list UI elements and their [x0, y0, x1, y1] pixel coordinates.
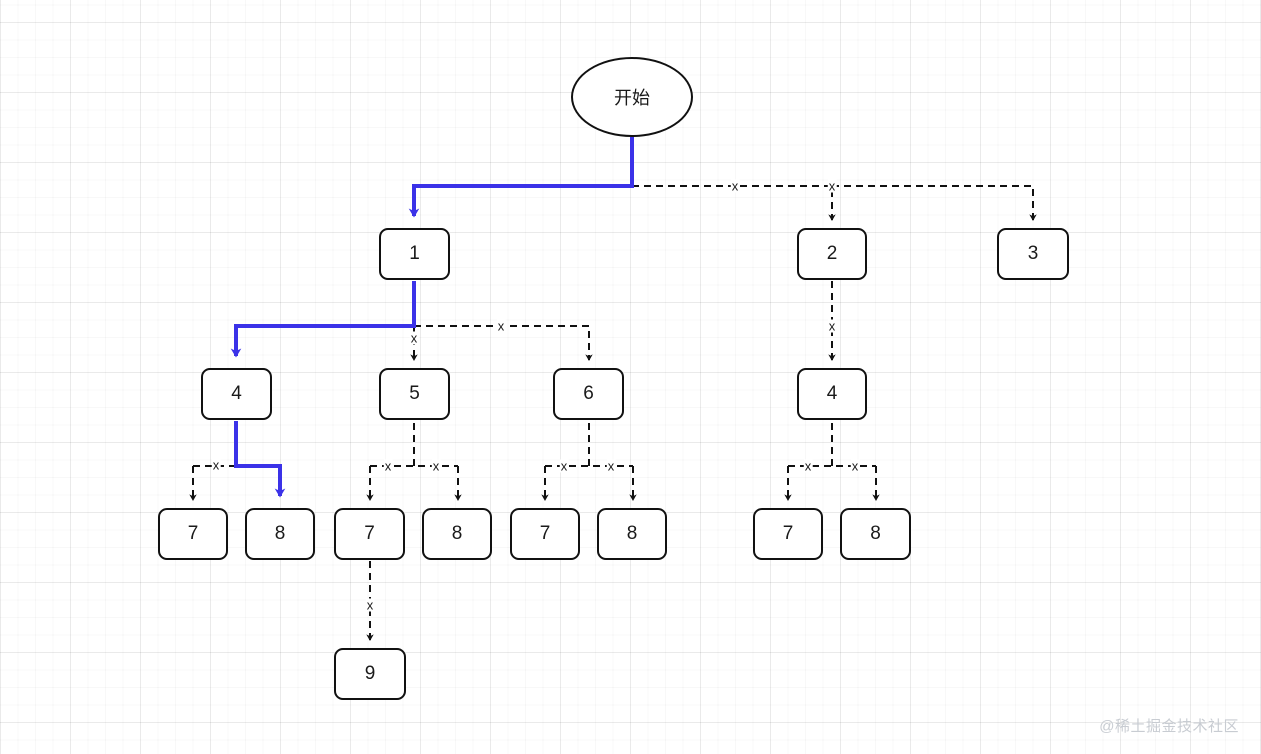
- edge-label-5-7: x: [383, 458, 393, 474]
- node-7-d[interactable]: 7: [753, 508, 823, 560]
- node-start-label: 开始: [614, 88, 650, 108]
- edge-label-2-4: x: [827, 318, 837, 334]
- edge-1-to-6: [414, 325, 593, 362]
- node-4-right[interactable]: 4: [797, 368, 867, 420]
- node-2-label: 2: [826, 243, 838, 264]
- node-7-d-label: 7: [782, 523, 794, 544]
- edge-label-6-7: x: [559, 458, 569, 474]
- edge-start-to-1-highlight: [408, 137, 634, 218]
- edge-label-1-6: x: [496, 318, 506, 334]
- node-6[interactable]: 6: [553, 368, 624, 420]
- node-7-a[interactable]: 7: [158, 508, 228, 560]
- edge-label-4a-7: x: [211, 457, 221, 473]
- edge-6-to-7: [545, 421, 633, 500]
- node-1-label: 1: [409, 243, 420, 264]
- edge-label-5-8: x: [431, 458, 441, 474]
- node-3[interactable]: 3: [997, 228, 1069, 280]
- edge-label-4b-7: x: [803, 458, 813, 474]
- node-4-left[interactable]: 4: [201, 368, 272, 420]
- node-6-label: 6: [583, 383, 594, 404]
- node-1[interactable]: 1: [379, 228, 450, 280]
- edge-label-start-2: x: [730, 178, 740, 194]
- edge-1-to-4-highlight: [230, 281, 416, 358]
- node-7-b[interactable]: 7: [334, 508, 405, 560]
- node-start[interactable]: 开始: [571, 57, 693, 137]
- highlight-edges: [230, 137, 634, 498]
- node-3-label: 3: [1027, 243, 1039, 264]
- node-5[interactable]: 5: [379, 368, 450, 420]
- node-2[interactable]: 2: [797, 228, 867, 280]
- node-4-right-label: 4: [826, 383, 838, 404]
- node-8-a[interactable]: 8: [245, 508, 315, 560]
- node-7-c[interactable]: 7: [510, 508, 580, 560]
- node-5-label: 5: [409, 383, 420, 404]
- node-7-c-label: 7: [539, 523, 551, 544]
- node-8-b[interactable]: 8: [422, 508, 492, 560]
- node-7-a-label: 7: [187, 523, 199, 544]
- edge-start-to-3: [832, 185, 1037, 222]
- edge-label-1-5: x: [409, 330, 419, 346]
- edge-start-to-2: [632, 185, 836, 222]
- node-8-c[interactable]: 8: [597, 508, 667, 560]
- watermark: @稀土掘金技术社区: [1099, 718, 1239, 735]
- edge-label-7b-9: x: [365, 597, 375, 613]
- node-9[interactable]: 9: [334, 648, 406, 700]
- edge-label-4b-8: x: [850, 458, 860, 474]
- node-8-d[interactable]: 8: [840, 508, 911, 560]
- node-8-b-label: 8: [451, 523, 463, 544]
- edge-4a-to-8-highlight: [234, 421, 286, 498]
- node-7-b-label: 7: [364, 523, 375, 544]
- node-9-label: 9: [364, 663, 376, 684]
- node-8-d-label: 8: [870, 523, 881, 544]
- edge-4b-to-7: [788, 421, 876, 500]
- node-4-left-label: 4: [231, 383, 242, 404]
- edge-label-6-8: x: [606, 458, 616, 474]
- edge-4a-to-7: [193, 465, 236, 500]
- node-8-a-label: 8: [274, 523, 286, 544]
- edge-label-start-3: x: [827, 178, 837, 194]
- node-8-c-label: 8: [626, 523, 638, 544]
